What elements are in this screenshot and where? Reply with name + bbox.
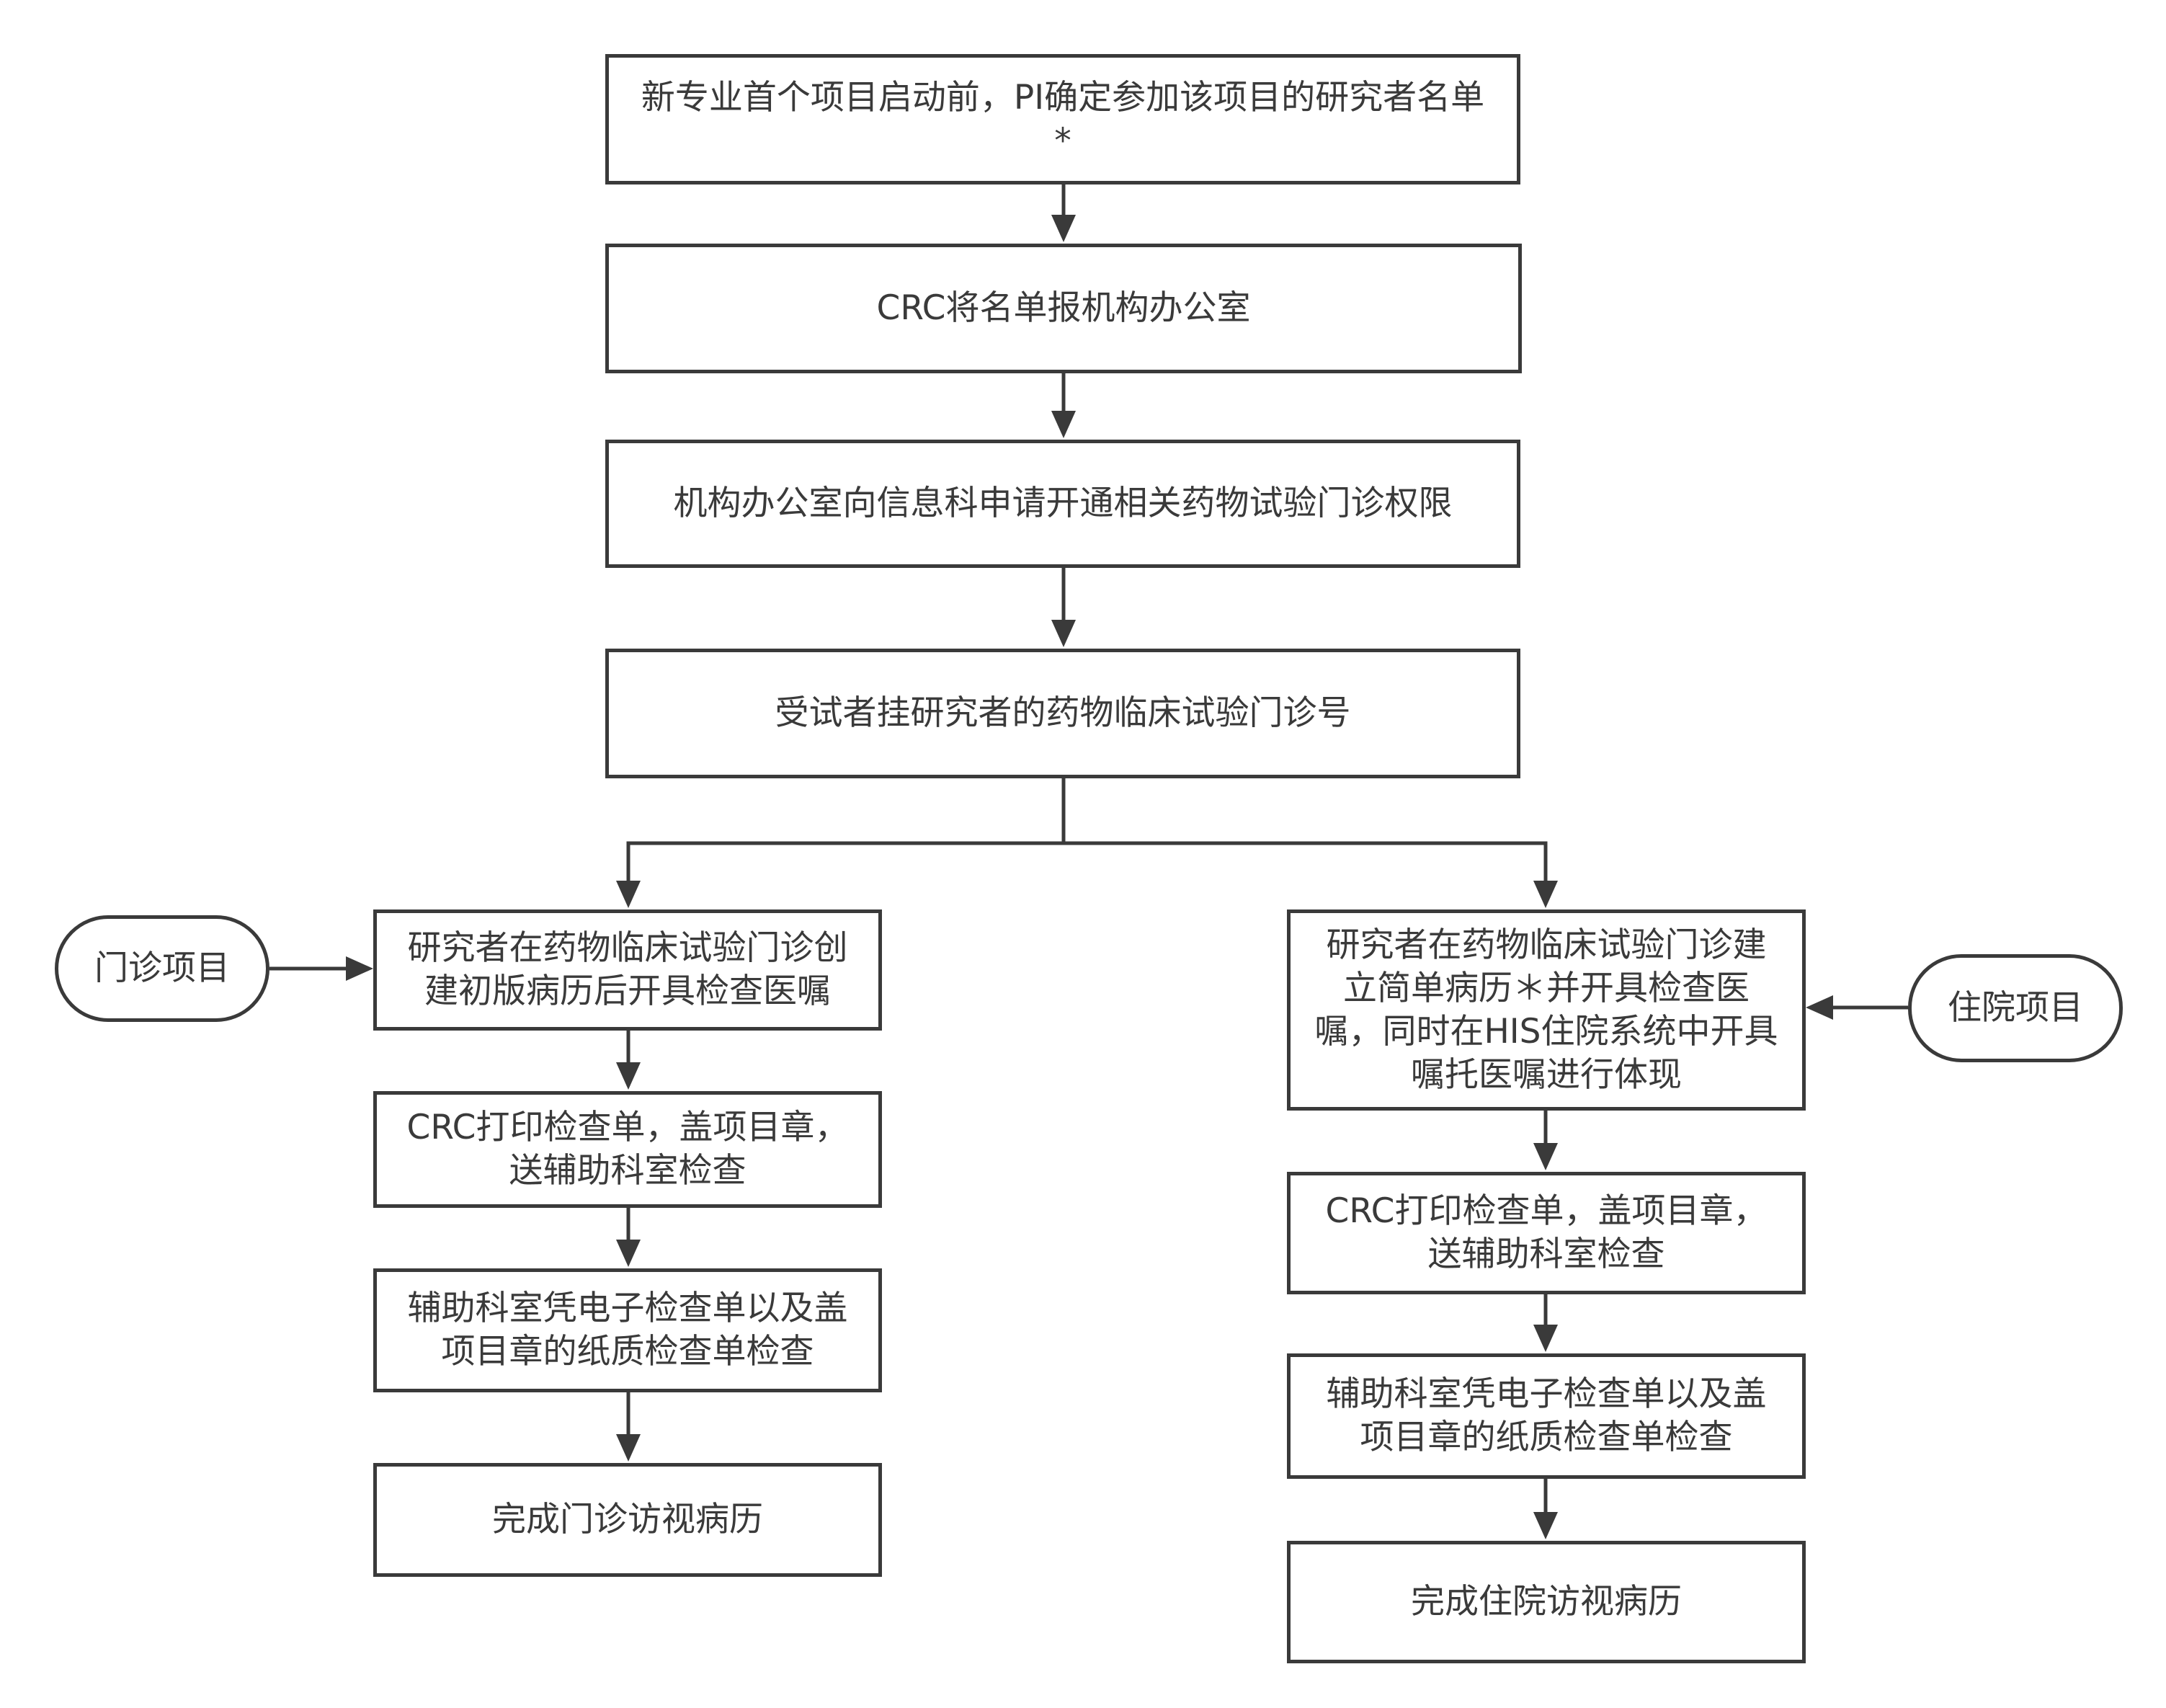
op-step-create: 研究者在药物临床试验门诊创 建初版病历后开具检查医嘱 xyxy=(373,909,882,1031)
terminal-inpatient-text: 住院项目 xyxy=(1948,988,2083,1028)
step-start: 新专业首个项目启动前，PI确定参加该项目的研究者名单 * xyxy=(605,54,1520,184)
step-register-text: 受试者挂研究者的药物临床试验门诊号 xyxy=(775,693,1351,733)
step-report: CRC将名单报机构办公室 xyxy=(605,244,1522,373)
terminal-outpatient-text: 门诊项目 xyxy=(94,948,230,988)
ip-step-print: CRC打印检查单，盖项目章， 送辅助科室检查 xyxy=(1287,1172,1806,1294)
terminal-outpatient: 门诊项目 xyxy=(55,915,269,1022)
op-step-done-text: 完成门诊访视病历 xyxy=(492,1500,763,1539)
step-apply-text: 机构办公室向信息科申请开通相关药物试验门诊权限 xyxy=(673,484,1453,523)
op-step-print-text: CRC打印检查单，盖项目章， 送辅助科室检查 xyxy=(406,1108,849,1191)
op-step-check: 辅助科室凭电子检查单以及盖 项目章的纸质检查单检查 xyxy=(373,1268,882,1392)
op-step-done: 完成门诊访视病历 xyxy=(373,1463,882,1577)
step-apply: 机构办公室向信息科申请开通相关药物试验门诊权限 xyxy=(605,440,1520,568)
op-step-check-text: 辅助科室凭电子检查单以及盖 项目章的纸质检查单检查 xyxy=(407,1289,848,1371)
split-line-right xyxy=(1064,841,1548,881)
ip-step-create: 研究者在药物临床试验门诊建 立简单病历＊并开具检查医 嘱，同时在HIS住院系统中… xyxy=(1287,909,1806,1111)
step-report-text: CRC将名单报机构办公室 xyxy=(876,288,1251,328)
step-register: 受试者挂研究者的药物临床试验门诊号 xyxy=(605,649,1520,778)
op-step-print: CRC打印检查单，盖项目章， 送辅助科室检查 xyxy=(373,1091,882,1208)
ip-step-done: 完成住院访视病历 xyxy=(1287,1541,1806,1663)
op-step-create-text: 研究者在药物临床试验门诊创 建初版病历后开具检查医嘱 xyxy=(407,928,848,1011)
ip-step-check-text: 辅助科室凭电子检查单以及盖 项目章的纸质检查单检查 xyxy=(1326,1374,1767,1457)
ip-step-print-text: CRC打印检查单，盖项目章， 送辅助科室检查 xyxy=(1325,1191,1768,1274)
terminal-inpatient: 住院项目 xyxy=(1908,954,2123,1062)
ip-step-check: 辅助科室凭电子检查单以及盖 项目章的纸质检查单检查 xyxy=(1287,1353,1806,1479)
split-line-left xyxy=(626,778,1066,881)
step-start-text: 新专业首个项目启动前，PI确定参加该项目的研究者名单 * xyxy=(641,77,1485,161)
ip-step-done-text: 完成住院访视病历 xyxy=(1411,1582,1682,1622)
ip-step-create-text: 研究者在药物临床试验门诊建 立简单病历＊并开具检查医 嘱，同时在HIS住院系统中… xyxy=(1314,925,1778,1095)
